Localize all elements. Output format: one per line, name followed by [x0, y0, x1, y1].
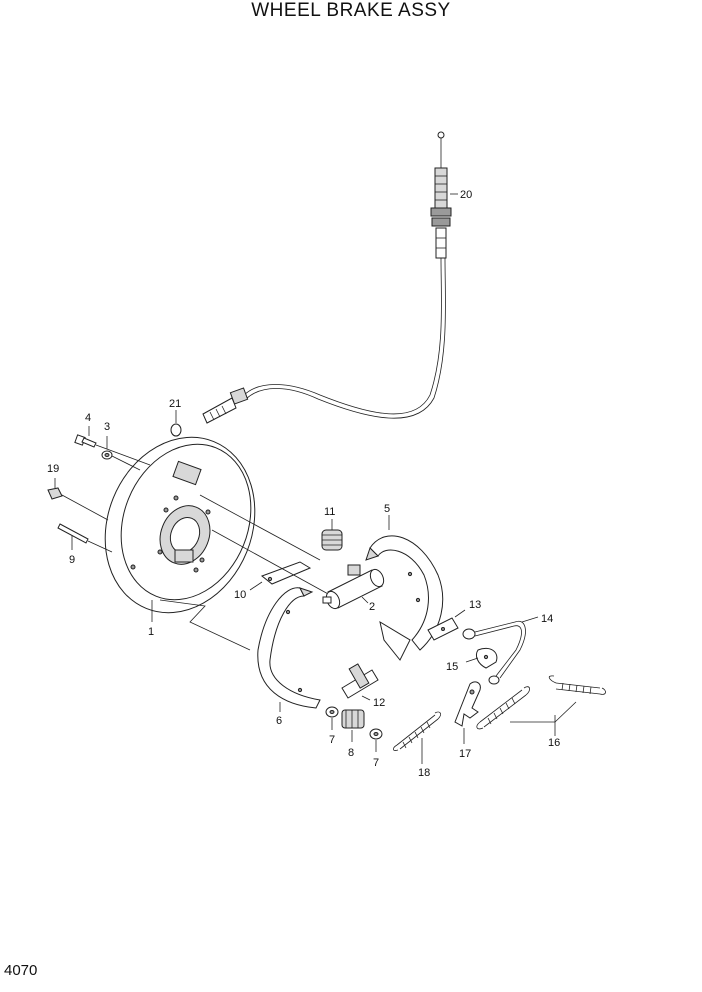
diagram-title: WHEEL BRAKE ASSY	[251, 0, 451, 21]
callout-1: 1	[148, 626, 154, 638]
backing-plate	[104, 436, 256, 614]
page-number: 4070	[4, 962, 38, 979]
spring-8	[341, 709, 365, 729]
bolt-4	[74, 434, 97, 448]
brake-shoe-6	[257, 587, 321, 709]
callout-4: 4	[85, 412, 91, 424]
callout-2: 2	[369, 601, 375, 613]
adjuster-12	[341, 663, 379, 699]
lever-17	[454, 681, 481, 727]
callout-13: 13	[469, 599, 481, 611]
washer-7b	[369, 728, 383, 740]
callout-21: 21	[169, 398, 181, 410]
callout-8: 8	[348, 747, 354, 759]
brake-shoe-5	[365, 535, 444, 661]
callout-12: 12	[373, 697, 385, 709]
callout-15: 15	[446, 661, 458, 673]
callout-6: 6	[276, 715, 282, 727]
plug-19	[47, 487, 63, 500]
callout-7a: 7	[329, 734, 335, 746]
callout-7b: 7	[373, 757, 379, 769]
wheel-cylinder-2	[322, 564, 385, 610]
spring-11	[321, 529, 343, 551]
cable-guide-14	[462, 620, 526, 679]
callout-17: 17	[459, 748, 471, 760]
plate-13	[427, 617, 459, 641]
callout-3: 3	[104, 421, 110, 433]
spring-16a	[476, 686, 530, 730]
spring-18	[392, 711, 441, 751]
spring-16b	[548, 675, 606, 695]
callout-10: 10	[234, 589, 246, 601]
pin-9	[57, 523, 89, 544]
lever-10	[260, 561, 312, 585]
callout-5: 5	[384, 503, 390, 515]
callout-14: 14	[541, 613, 553, 625]
retainer-15	[475, 647, 500, 685]
callout-9: 9	[69, 554, 75, 566]
callout-16: 16	[548, 737, 560, 749]
callout-20: 20	[460, 189, 472, 201]
washer-7a	[325, 706, 339, 718]
callout-11: 11	[324, 506, 335, 518]
washer-3	[101, 450, 113, 460]
callout-18: 18	[418, 767, 430, 779]
parking-brake-cable	[170, 131, 452, 437]
callout-19: 19	[47, 463, 59, 475]
